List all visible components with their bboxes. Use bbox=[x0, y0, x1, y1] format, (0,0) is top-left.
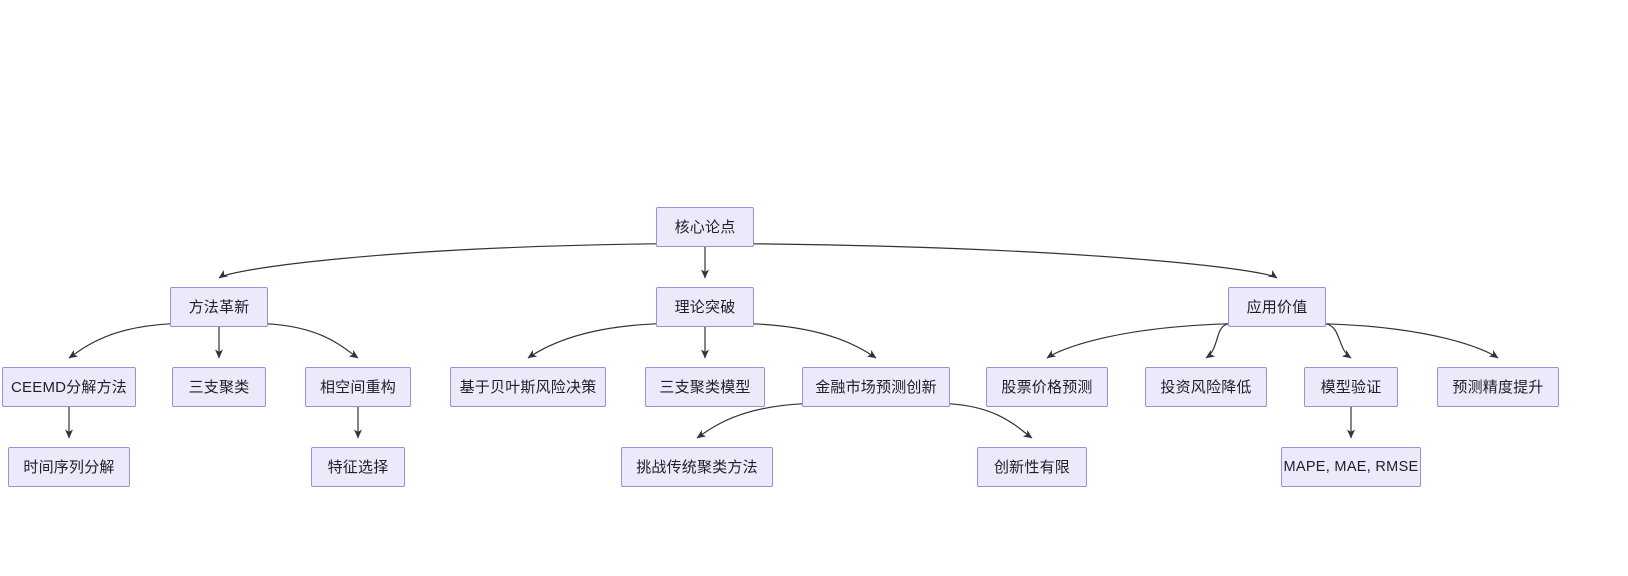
node-label: 特征选择 bbox=[327, 458, 389, 476]
node-label: 时间序列分解 bbox=[23, 458, 115, 476]
node-c10[interactable]: 预测精度提升 bbox=[1437, 367, 1559, 407]
node-label: 股票价格预测 bbox=[1001, 378, 1093, 396]
node-label: 投资风险降低 bbox=[1160, 378, 1252, 396]
node-c9[interactable]: 模型验证 bbox=[1304, 367, 1398, 407]
node-label: 预测精度提升 bbox=[1452, 378, 1544, 396]
node-label: 金融市场预测创新 bbox=[815, 378, 937, 396]
node-label: 三支聚类模型 bbox=[659, 378, 751, 396]
node-m3[interactable]: 应用价值 bbox=[1228, 287, 1326, 327]
node-d4[interactable]: 创新性有限 bbox=[977, 447, 1087, 487]
node-d1[interactable]: 时间序列分解 bbox=[8, 447, 130, 487]
node-label: 挑战传统聚类方法 bbox=[636, 458, 758, 476]
node-c1[interactable]: CEEMD分解方法 bbox=[2, 367, 136, 407]
node-label: 应用价值 bbox=[1246, 298, 1308, 316]
node-label: MAPE, MAE, RMSE bbox=[1283, 458, 1419, 475]
node-c2[interactable]: 三支聚类 bbox=[172, 367, 266, 407]
node-c3[interactable]: 相空间重构 bbox=[305, 367, 411, 407]
node-c4[interactable]: 基于贝叶斯风险决策 bbox=[450, 367, 606, 407]
node-label: CEEMD分解方法 bbox=[11, 378, 127, 396]
node-c7[interactable]: 股票价格预测 bbox=[986, 367, 1108, 407]
node-label: 模型验证 bbox=[1320, 378, 1382, 396]
node-label: 理论突破 bbox=[674, 298, 736, 316]
node-m2[interactable]: 理论突破 bbox=[656, 287, 754, 327]
node-label: 基于贝叶斯风险决策 bbox=[459, 378, 597, 396]
node-c6[interactable]: 金融市场预测创新 bbox=[802, 367, 950, 407]
node-root[interactable]: 核心论点 bbox=[656, 207, 754, 247]
node-label: 核心论点 bbox=[674, 218, 736, 236]
node-label: 创新性有限 bbox=[993, 458, 1070, 476]
node-label: 三支聚类 bbox=[188, 378, 250, 396]
node-d2[interactable]: 特征选择 bbox=[311, 447, 405, 487]
node-m1[interactable]: 方法革新 bbox=[170, 287, 268, 327]
node-label: 相空间重构 bbox=[319, 378, 396, 396]
node-d5[interactable]: MAPE, MAE, RMSE bbox=[1281, 447, 1421, 487]
node-c5[interactable]: 三支聚类模型 bbox=[645, 367, 765, 407]
node-c8[interactable]: 投资风险降低 bbox=[1145, 367, 1267, 407]
node-label: 方法革新 bbox=[188, 298, 250, 316]
node-d3[interactable]: 挑战传统聚类方法 bbox=[621, 447, 773, 487]
